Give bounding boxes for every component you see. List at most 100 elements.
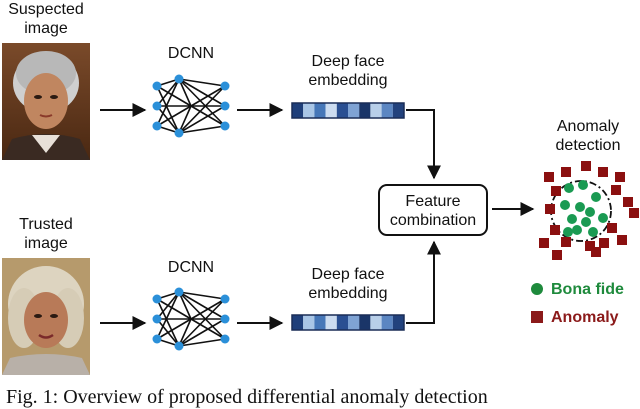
network-node (174, 128, 184, 138)
network-node (220, 121, 230, 131)
legend-anomaly: Anomaly (531, 309, 619, 327)
bona-fide-point (575, 202, 585, 212)
anomaly-point (585, 241, 595, 251)
embedding-cell (303, 103, 315, 118)
embedding-label-top: Deep face embedding (292, 52, 404, 90)
bona-fide-point (578, 180, 588, 190)
network-edge (156, 105, 192, 127)
suspected-image-label-line2: image (24, 20, 68, 37)
anomaly-point (599, 238, 609, 248)
anomaly-point (551, 186, 561, 196)
network-node (152, 81, 162, 91)
suspected-image-label-line1: Suspected (8, 1, 84, 18)
figure-caption: Fig. 1: Overview of proposed differentia… (6, 386, 488, 408)
anomaly-point (611, 185, 621, 195)
network-edge (178, 78, 226, 87)
network-node (174, 287, 184, 297)
network-edge (178, 78, 226, 127)
anomaly-detection-label: Anomaly detection (540, 117, 636, 155)
feature-combination-line1: Feature (405, 193, 461, 210)
embedding-cell (314, 103, 326, 118)
pipeline-diagram (100, 74, 639, 351)
embedding-cell (381, 315, 393, 330)
legend-bona-fide-text: Bona fide (551, 281, 624, 298)
embedding-cell (292, 103, 304, 118)
network-node (174, 341, 184, 351)
trusted-image-label-line2: image (24, 235, 68, 252)
network-edge (178, 78, 226, 107)
network-edge (178, 298, 226, 347)
network-node (152, 294, 162, 304)
network-edge (156, 298, 180, 347)
bona-fide-point (591, 192, 601, 202)
network-node (152, 334, 162, 344)
anomaly-point (552, 250, 562, 260)
network-edge (156, 85, 180, 134)
bona-fide-point (588, 227, 598, 237)
bona-fide-point (563, 227, 573, 237)
trusted-image-label-line1: Trusted (19, 216, 73, 233)
embedding-cell (370, 315, 382, 330)
network-edge (178, 291, 226, 320)
bona-fide-point (560, 200, 570, 210)
network-node (220, 101, 230, 111)
anomaly-point (545, 204, 555, 214)
embedding-vector-bottom (291, 314, 405, 331)
anomaly-point (561, 167, 571, 177)
bona-fide-point (572, 225, 582, 235)
embedding-cell (336, 103, 348, 118)
anomaly-detection-line2: detection (555, 137, 621, 154)
network-edge (156, 318, 192, 340)
network-node (174, 74, 184, 84)
embedding-label-top-line1: Deep face (311, 53, 385, 70)
anomaly-detection-line1: Anomaly (556, 118, 620, 135)
anomaly-point (623, 197, 633, 207)
embedding-cell (348, 103, 360, 118)
bona-fide-swatch (531, 283, 543, 295)
embedding-border (291, 102, 405, 119)
dcnn-network-bottom (152, 287, 230, 351)
anomaly-point (607, 223, 617, 233)
bona-fide-point (585, 207, 595, 217)
embedding-cell (325, 103, 337, 118)
anomaly-point (581, 161, 591, 171)
network-edge (178, 338, 226, 347)
network-edge (156, 298, 192, 320)
anomaly-point (617, 235, 627, 245)
anomaly-point (615, 172, 625, 182)
network-node (152, 314, 162, 324)
network-node (220, 81, 230, 91)
anomaly-point (598, 167, 608, 177)
anomaly-point (539, 238, 549, 248)
network-edge (178, 318, 226, 347)
embedding-cell (359, 103, 371, 118)
anomaly-detection-cluster (539, 161, 639, 260)
bona-fide-point (598, 213, 608, 223)
embedding-cell (392, 103, 404, 118)
network-edge (178, 78, 192, 107)
dcnn-label-bottom: DCNN (167, 259, 215, 276)
bona-fide-point (581, 217, 591, 227)
embedding-border (291, 314, 405, 331)
feature-combination-line2: combination (389, 212, 477, 229)
anomaly-point (544, 172, 554, 182)
arrow-embedding-top-to-feature (406, 109, 441, 180)
anomaly-point (591, 247, 601, 257)
anomaly-swatch (531, 311, 543, 323)
network-edge (178, 291, 226, 340)
embedding-cell (359, 315, 371, 330)
network-edge (178, 85, 226, 134)
arrow-embedding-bottom-to-feature (406, 240, 441, 324)
bona-fide-point (564, 183, 574, 193)
embedding-label-bottom: Deep face embedding (292, 265, 404, 303)
anomaly-point (550, 225, 560, 235)
embedding-cell (314, 315, 326, 330)
embedding-label-top-line2: embedding (308, 72, 388, 89)
embedding-cell (303, 315, 315, 330)
embedding-cell (348, 315, 360, 330)
network-edge (178, 105, 192, 134)
trusted-face-photo (2, 258, 90, 375)
network-edge (156, 85, 192, 107)
network-edge (178, 291, 226, 300)
legend-bona-fide: Bona fide (531, 281, 624, 299)
